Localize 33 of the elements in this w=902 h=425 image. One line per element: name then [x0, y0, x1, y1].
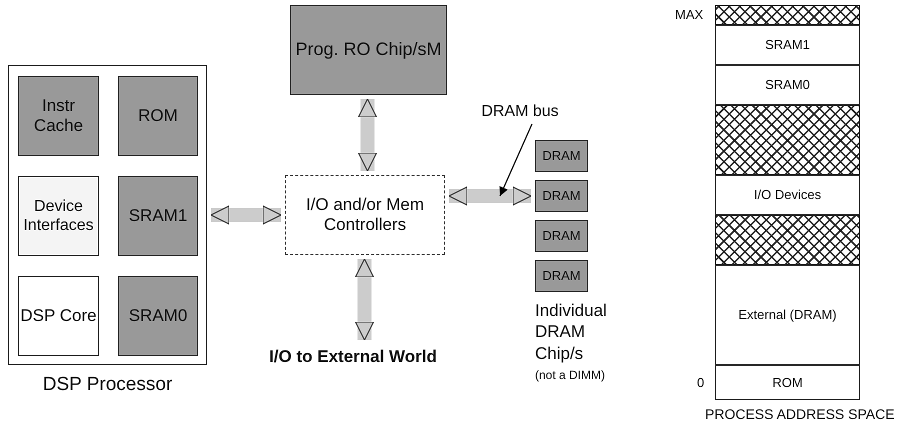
reserved-region	[715, 105, 860, 175]
double-arrow	[354, 258, 374, 341]
memory-block: ROM	[118, 76, 198, 156]
core-block: DSP Core	[18, 276, 99, 356]
bus-text: I/O to External World	[262, 344, 444, 370]
reserved-region	[715, 5, 860, 25]
controller-block: I/O and/or Mem Controllers	[285, 175, 445, 255]
memory-region: SRAM0	[715, 65, 860, 105]
memory-chip-block: Prog. RO Chip/sM	[290, 5, 447, 95]
memory-chip-block: DRAM	[535, 220, 588, 252]
bus-text: DRAM bus	[480, 100, 560, 124]
double-arrow	[448, 186, 532, 206]
memory-block: SRAM1	[118, 176, 198, 256]
memory-chip-block: DRAM	[535, 140, 588, 172]
interface-block: Device Interfaces	[18, 176, 99, 256]
leader-line	[499, 124, 533, 196]
double-arrow	[210, 205, 282, 225]
memory-chip-block: DRAM	[535, 260, 588, 292]
double-arrow	[358, 98, 378, 172]
memory-block: SRAM0	[118, 276, 198, 356]
memory-chip-block: DRAM	[535, 180, 588, 212]
memory-region: External (DRAM)	[715, 265, 860, 365]
block-title: DSP Processor	[42, 374, 174, 397]
memory-region: I/O Devices	[715, 175, 860, 215]
address-label: MAX	[675, 7, 704, 22]
reserved-region	[715, 215, 860, 265]
chip-caption: (not a DIMM)	[535, 368, 606, 383]
memory-region: ROM	[715, 365, 860, 400]
chip-caption: Individual DRAM Chip/s	[535, 300, 608, 364]
address-label: 0	[697, 375, 704, 390]
memory-block: Instr Cache	[18, 76, 99, 156]
address-space-caption: PROCESS ADDRESS SPACE	[705, 406, 895, 422]
memory-region: SRAM1	[715, 25, 860, 65]
